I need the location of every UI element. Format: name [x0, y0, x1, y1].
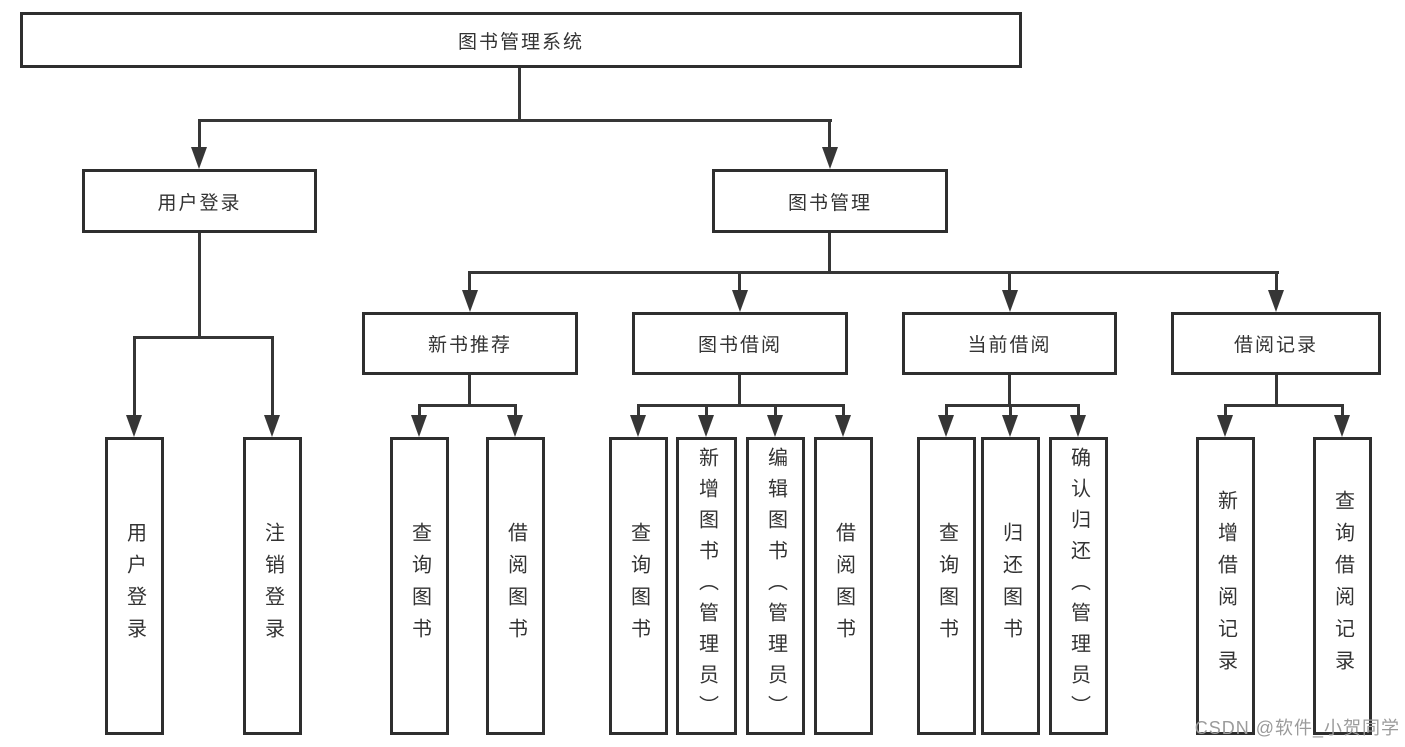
arrowhead-icon: [767, 415, 783, 437]
connector: [418, 404, 421, 415]
node-leaf-edit-books-admin: 编辑图书（管理员）: [746, 437, 805, 735]
node-label: 查询图书: [627, 522, 650, 650]
arrowhead-icon: [264, 415, 280, 437]
node-root-system: 图书管理系统: [20, 12, 1022, 68]
connector: [271, 336, 274, 415]
arrowhead-icon: [1334, 415, 1350, 437]
connector: [738, 375, 741, 404]
connector: [514, 404, 517, 415]
connector: [198, 233, 201, 336]
csdn-watermark: CSDN @软件_小贺同学: [1194, 718, 1400, 738]
node-label: 图书管理系统: [457, 31, 584, 53]
node-label: 注销登录: [261, 522, 284, 650]
node-label: 当前借阅: [967, 335, 1052, 356]
node-label: 用户登录: [123, 522, 146, 650]
arrowhead-icon: [938, 415, 954, 437]
node-leaf-query-books-borrow: 查询图书: [609, 437, 668, 735]
connector: [945, 404, 948, 415]
arrowhead-icon: [126, 415, 142, 437]
connector: [133, 336, 136, 415]
node-borrow-records: 借阅记录: [1171, 312, 1381, 375]
connector: [1341, 404, 1344, 415]
node-new-book-recommend: 新书推荐: [362, 312, 578, 375]
node-leaf-borrow-books-recommend: 借阅图书: [486, 437, 545, 735]
connector: [842, 404, 845, 415]
connector: [469, 271, 1279, 274]
arrowhead-icon: [698, 415, 714, 437]
node-leaf-add-borrow-record: 新增借阅记录: [1196, 437, 1255, 735]
connector: [198, 119, 201, 147]
connector: [828, 233, 831, 271]
connector: [774, 404, 777, 415]
node-leaf-user-login: 用户登录: [105, 437, 164, 735]
connector: [1009, 404, 1012, 415]
connector: [945, 404, 1080, 407]
node-leaf-add-books-admin: 新增图书（管理员）: [676, 437, 737, 735]
connector: [1224, 404, 1344, 407]
connector: [1224, 404, 1227, 415]
connector: [133, 336, 274, 339]
node-label: 图书借阅: [697, 335, 782, 356]
connector: [1008, 375, 1011, 404]
connector: [637, 404, 845, 407]
connector: [705, 404, 708, 415]
node-label: 新增借阅记录: [1214, 490, 1237, 682]
node-leaf-query-books-recommend: 查询图书: [390, 437, 449, 735]
arrowhead-icon: [1070, 415, 1086, 437]
connector: [198, 119, 832, 122]
arrowhead-icon: [191, 147, 207, 169]
connector: [828, 119, 831, 147]
node-leaf-logout: 注销登录: [243, 437, 302, 735]
node-leaf-return-books: 归还图书: [981, 437, 1040, 735]
arrowhead-icon: [462, 290, 478, 312]
node-book-borrow: 图书借阅: [632, 312, 848, 375]
node-label: 图书管理: [787, 192, 872, 214]
node-label: 新书推荐: [427, 335, 512, 356]
arrowhead-icon: [1268, 290, 1284, 312]
node-label: 借阅图书: [504, 522, 527, 650]
node-leaf-query-borrow-record: 查询借阅记录: [1313, 437, 1372, 735]
connector: [468, 271, 471, 290]
node-book-management: 图书管理: [712, 169, 948, 233]
node-label: 查询图书: [935, 522, 958, 650]
node-label: 编辑图书（管理员）: [764, 446, 787, 726]
arrowhead-icon: [1217, 415, 1233, 437]
connector: [738, 271, 741, 290]
node-label: 借阅记录: [1233, 335, 1318, 356]
connector: [1077, 404, 1080, 415]
connector: [637, 404, 640, 415]
arrowhead-icon: [1002, 415, 1018, 437]
node-leaf-borrow-books: 借阅图书: [814, 437, 873, 735]
arrowhead-icon: [732, 290, 748, 312]
arrowhead-icon: [1002, 290, 1018, 312]
connector: [418, 404, 517, 407]
arrowhead-icon: [835, 415, 851, 437]
node-label: 借阅图书: [832, 522, 855, 650]
arrowhead-icon: [630, 415, 646, 437]
node-user-login: 用户登录: [82, 169, 317, 233]
node-label: 用户登录: [157, 192, 242, 214]
node-label: 查询借阅记录: [1331, 490, 1354, 682]
connector: [1275, 375, 1278, 404]
node-label: 查询图书: [408, 522, 431, 650]
connector: [1008, 271, 1011, 290]
arrowhead-icon: [822, 147, 838, 169]
node-leaf-query-books-current: 查询图书: [917, 437, 976, 735]
connector: [1275, 271, 1278, 290]
node-label: 确认归还（管理员）: [1067, 446, 1090, 726]
connector: [518, 68, 521, 119]
node-label: 归还图书: [999, 522, 1022, 650]
arrowhead-icon: [507, 415, 523, 437]
node-leaf-confirm-return-admin: 确认归还（管理员）: [1049, 437, 1108, 735]
arrowhead-icon: [411, 415, 427, 437]
node-current-borrow: 当前借阅: [902, 312, 1117, 375]
node-label: 新增图书（管理员）: [695, 446, 718, 726]
connector: [468, 375, 471, 404]
